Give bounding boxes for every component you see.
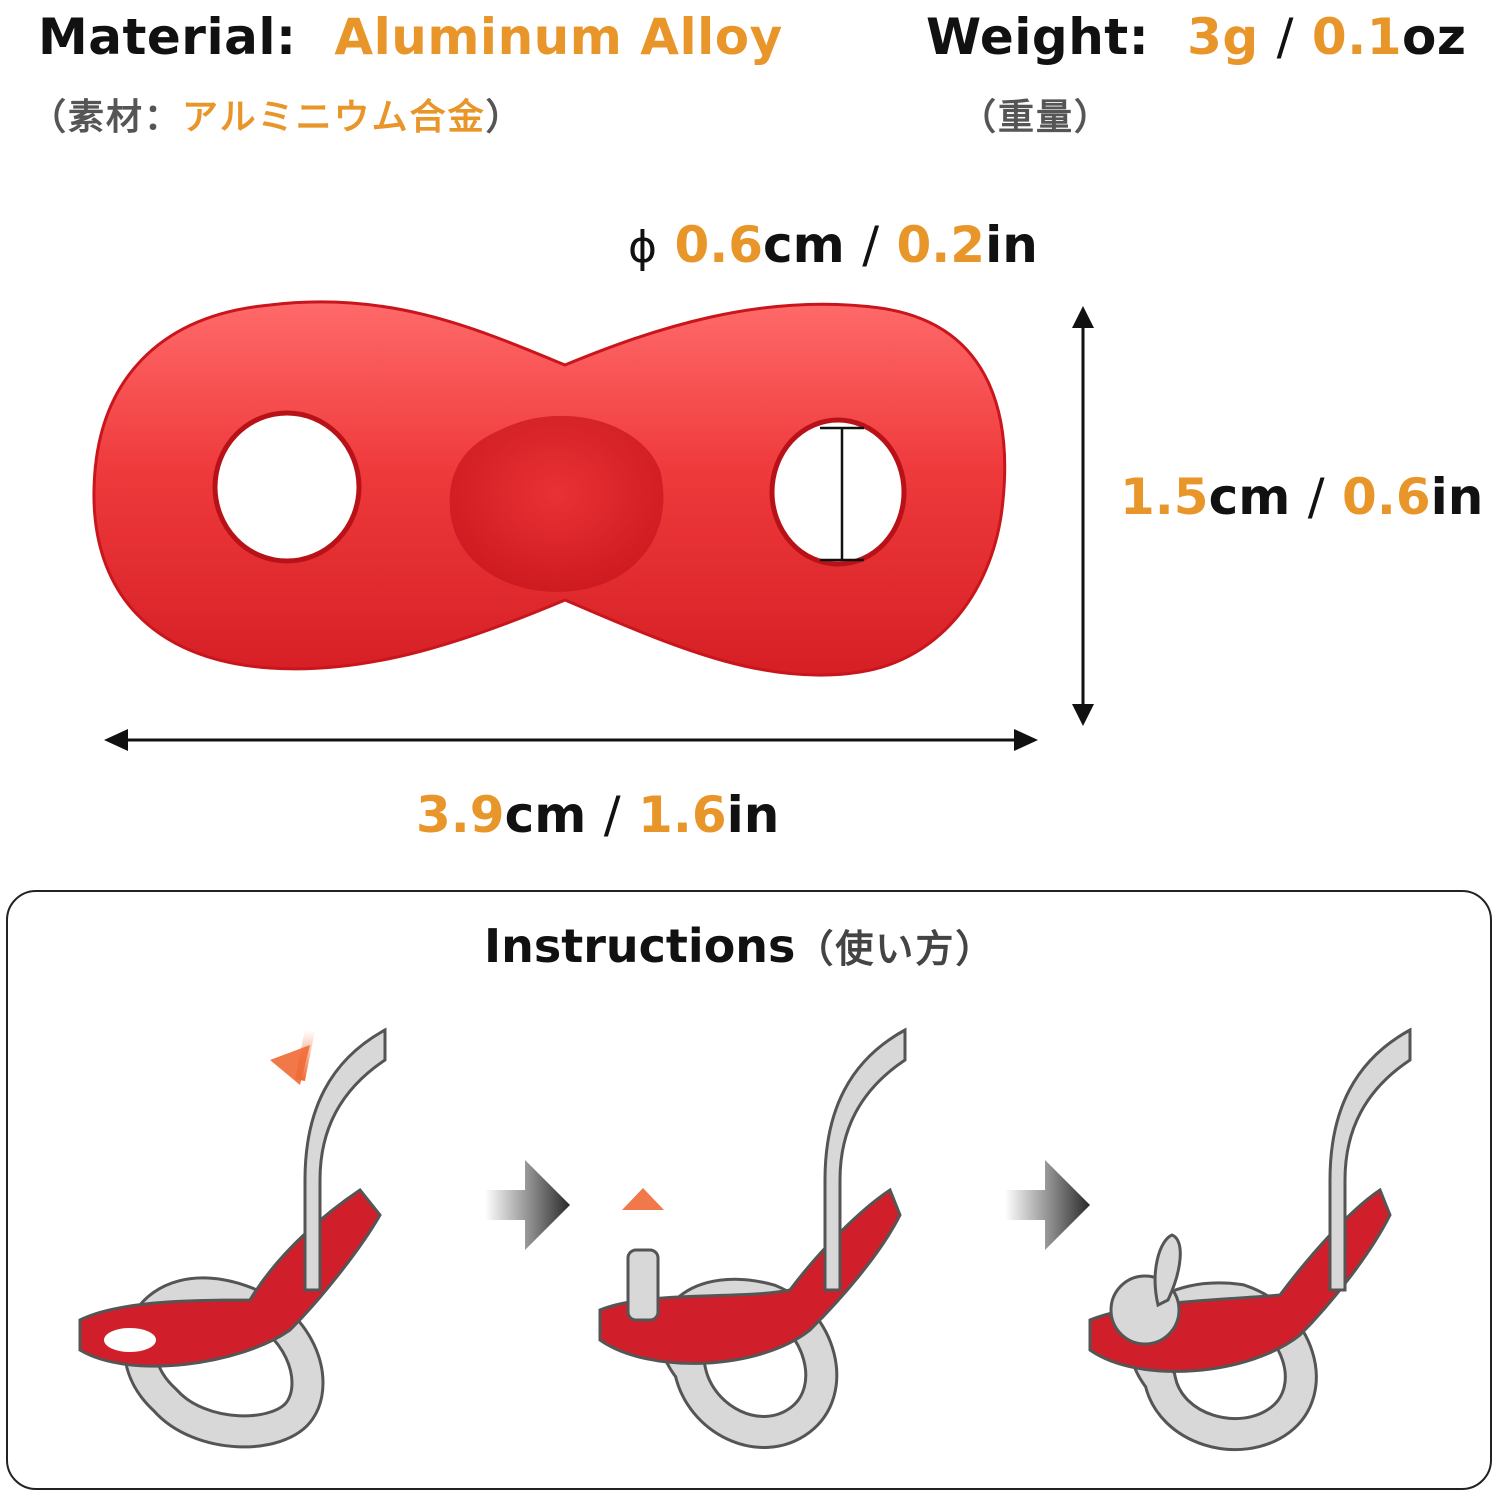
height-label: 1.5cm / 0.6in bbox=[1120, 468, 1484, 526]
weight-spec: Weight: 3g / 0.1oz bbox=[926, 8, 1467, 66]
step-2-illustration bbox=[598, 1027, 907, 1449]
instructions-title: Instructions（使い方） bbox=[484, 919, 996, 973]
weight-oz-number: 0.1 bbox=[1311, 8, 1402, 66]
right-hole bbox=[769, 417, 907, 567]
step-1-illustration bbox=[78, 1027, 387, 1449]
product-drawing bbox=[92, 300, 1094, 751]
hole-diameter-label: ϕ 0.6cm / 0.2in bbox=[628, 216, 1038, 274]
material-jp: （素材：アルミニウム合金） bbox=[30, 97, 524, 138]
diameter-symbol: ϕ bbox=[628, 222, 658, 273]
weight-oz-unit: oz bbox=[1402, 8, 1467, 66]
weight-jp: （重量） bbox=[960, 97, 1113, 138]
material-jp-value: アルミニウム合金 bbox=[182, 97, 486, 138]
weight-grams: 3g bbox=[1187, 8, 1259, 66]
material-spec: Material: Aluminum Alloy bbox=[38, 8, 783, 66]
instructions-panel bbox=[6, 890, 1492, 1490]
instructions-title-jp: （使い方） bbox=[795, 927, 996, 971]
next-step-arrow-icon bbox=[1005, 1160, 1090, 1250]
material-label: Material: bbox=[38, 8, 297, 66]
step-3-illustration bbox=[1088, 1027, 1412, 1451]
down-arrow-icon bbox=[270, 1045, 310, 1085]
next-step-arrow-icon bbox=[485, 1160, 570, 1250]
height-arrow bbox=[1072, 306, 1094, 726]
material-value: Aluminum Alloy bbox=[334, 8, 783, 66]
center-dimple bbox=[449, 415, 664, 592]
up-arrow-icon bbox=[622, 1188, 664, 1210]
length-label: 3.9cm / 1.6in bbox=[416, 786, 780, 844]
tensioner-plate bbox=[92, 300, 1007, 677]
left-hole bbox=[212, 410, 362, 564]
length-arrow bbox=[104, 729, 1038, 751]
weight-label: Weight: bbox=[926, 8, 1150, 66]
